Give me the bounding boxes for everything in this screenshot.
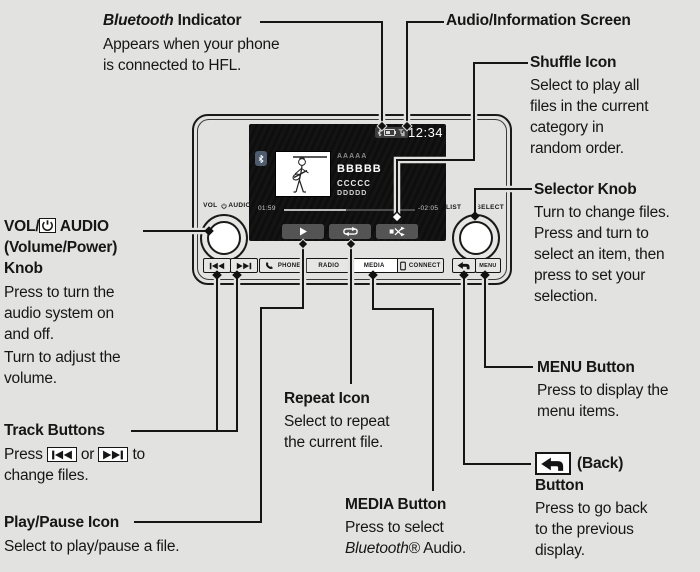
callout-title: Audio/Information Screen xyxy=(446,12,631,29)
callout-audio-information-screen: Audio/Information Screen xyxy=(446,10,631,31)
phone-button-label: PHONE xyxy=(277,262,301,269)
callout-title: Repeat Icon xyxy=(284,390,370,407)
track-text-line3: CCCCC xyxy=(337,179,371,188)
callout-media-button: MEDIA Button Press to select Bluetooth® … xyxy=(345,494,466,559)
callout-title-pre: VOL/ xyxy=(4,218,40,235)
track-down-icon-boxed xyxy=(46,447,77,462)
callout-body-line2: change files. xyxy=(4,467,89,484)
progress-bar xyxy=(284,209,415,211)
callout-body-pre: Press xyxy=(4,446,43,463)
radio-button: RADIO xyxy=(305,259,352,272)
audio-label: AUDIO xyxy=(228,202,251,209)
callout-title-rest: Indicator xyxy=(173,12,242,29)
power-icon xyxy=(221,203,227,209)
repeat-icon xyxy=(342,226,358,237)
repeat-softkey xyxy=(329,224,371,239)
callout-volume-power-knob: VOL/ AUDIO (Volume/Power) Knob Press to … xyxy=(4,216,121,389)
center-button-bar: PHONE RADIO MEDIA CONNECT xyxy=(259,258,444,273)
play-icon xyxy=(299,227,307,236)
callout-title: Play/Pause Icon xyxy=(4,514,120,531)
guitarist-drawing xyxy=(292,156,327,193)
status-icon-cluster xyxy=(375,127,408,138)
connect-phone-icon xyxy=(400,261,406,270)
callout-title-post: AUDIO xyxy=(56,218,109,235)
track-text-line4: DDDDD xyxy=(337,190,368,197)
phone-icon xyxy=(265,262,273,269)
volume-power-knob xyxy=(200,214,248,262)
vol-audio-knob-label: VOL AUDIO xyxy=(196,202,258,209)
callout-body-italic: Bluetooth xyxy=(345,540,409,557)
callout-title-rest: (Back) xyxy=(577,455,624,472)
clock-display: 12:34 xyxy=(408,125,444,140)
elapsed-time: 01:59 xyxy=(258,205,276,212)
power-icon-boxed xyxy=(39,218,57,233)
selector-knob-label: LIST SELECT xyxy=(446,204,504,211)
connect-button-label: CONNECT xyxy=(408,262,441,269)
track-down-icon xyxy=(209,262,225,269)
album-art xyxy=(275,151,331,197)
vol-label: VOL xyxy=(203,202,218,209)
back-icon-boxed xyxy=(535,452,571,475)
callout-bluetooth-indicator: Bluetooth Indicator Appears when your ph… xyxy=(103,10,280,76)
phone-button: PHONE xyxy=(260,259,306,272)
connect-button: CONNECT xyxy=(396,259,444,272)
callout-title-italic: Bluetooth xyxy=(103,12,174,29)
callout-title-line3: Knob xyxy=(4,260,43,277)
callout-body-mid: or xyxy=(80,446,95,463)
audio-information-screen: 12:34 AAAAA BBBBB CCCCC DDDDD 01:59 -02:… xyxy=(249,124,446,241)
callout-selector-knob: Selector Knob Turn to change files.Press… xyxy=(534,179,670,307)
battery-icon xyxy=(384,129,396,136)
media-button-label: MEDIA xyxy=(363,262,385,269)
callout-title-line2: (Volume/Power) xyxy=(4,239,118,256)
callout-title: Selector Knob xyxy=(534,181,637,198)
select-label: SELECT xyxy=(476,204,504,211)
shuffle-softkey xyxy=(376,224,418,239)
back-button xyxy=(452,258,476,273)
back-icon xyxy=(457,262,470,270)
track-up-icon-boxed xyxy=(98,447,129,462)
callout-body-rest: ® Audio. xyxy=(408,540,466,557)
selector-knob xyxy=(452,214,500,262)
play-pause-softkey xyxy=(282,224,324,239)
callout-body: Select to play/pause a file. xyxy=(4,538,180,555)
remaining-time: -02:05 xyxy=(418,205,439,212)
track-up-button xyxy=(230,258,258,273)
callout-track-buttons: Track Buttons Press or to change files. xyxy=(4,420,145,486)
callout-title: Track Buttons xyxy=(4,422,105,439)
menu-button: MENU xyxy=(475,258,501,273)
callout-play-pause-icon: Play/Pause Icon Select to play/pause a f… xyxy=(4,512,180,557)
radio-button-label: RADIO xyxy=(318,262,340,269)
callout-body-post: to xyxy=(132,446,145,463)
shuffle-icon xyxy=(389,226,405,237)
progress-fill xyxy=(284,209,346,211)
signal-strength-icon xyxy=(397,128,405,137)
track-text-line1: AAAAA xyxy=(337,153,368,160)
menu-button-label: MENU xyxy=(479,262,497,269)
list-label: LIST xyxy=(446,204,462,211)
callout-title: MENU Button xyxy=(537,359,635,376)
track-down-button xyxy=(203,258,231,273)
callout-title: Shuffle Icon xyxy=(530,54,617,71)
bluetooth-indicator-badge xyxy=(255,151,267,166)
bluetooth-status-icon xyxy=(377,129,382,137)
callout-body-line1: Press to select xyxy=(345,519,444,536)
track-up-icon xyxy=(236,262,252,269)
track-text-line2: BBBBB xyxy=(337,163,382,175)
callout-title: MEDIA Button xyxy=(345,496,447,513)
media-button: MEDIA xyxy=(351,259,397,272)
callout-title-line2: Button xyxy=(535,477,584,494)
